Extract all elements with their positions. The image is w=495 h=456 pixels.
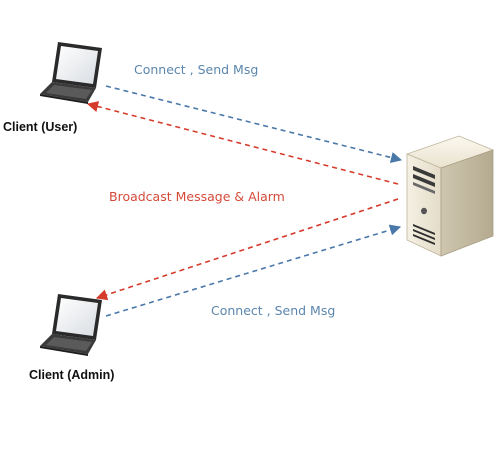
edge-server-to-admin-broadcast <box>95 198 399 301</box>
edge-label-broadcast: Broadcast Message & Alarm <box>109 189 285 204</box>
edge-user-to-server <box>105 85 403 163</box>
client-admin-label: Client (Admin) <box>29 368 115 382</box>
laptop-icon <box>40 294 102 356</box>
edge-admin-to-server <box>105 224 402 317</box>
edge-label-admin-connect: Connect , Send Msg <box>211 303 336 318</box>
server-icon <box>405 135 495 257</box>
client-user-label: Client (User) <box>3 120 78 134</box>
laptop-icon <box>40 42 102 104</box>
edge-server-to-user-broadcast <box>86 101 399 185</box>
edge-label-user-connect: Connect , Send Msg <box>134 62 259 77</box>
